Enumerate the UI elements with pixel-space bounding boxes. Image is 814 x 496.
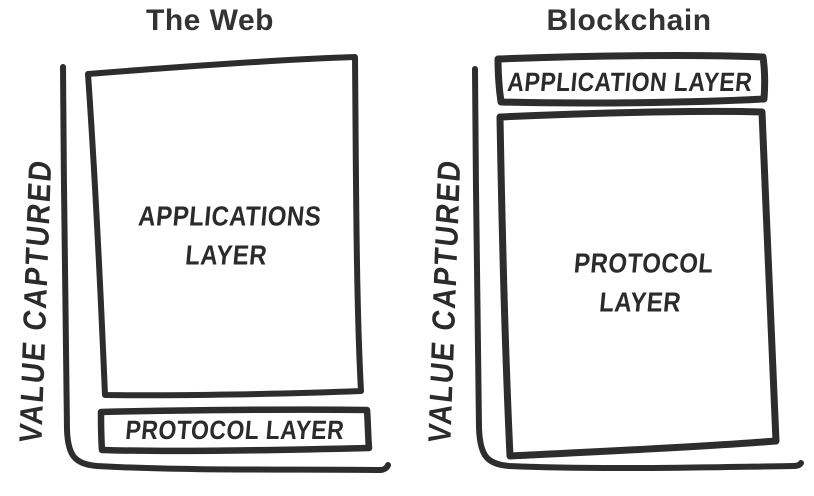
web-applications-box — [85, 54, 364, 399]
web-panel-title: The Web — [146, 4, 274, 37]
web-protocol-layer-label: PROTOCOL LAYER — [124, 415, 346, 445]
blockchain-y-axis-line — [472, 66, 804, 472]
blockchain-panel-title: Blockchain — [546, 4, 712, 37]
blockchain-application-box — [494, 52, 769, 107]
blockchain-protocol-layer-label: PROTOCOL LAYER — [572, 248, 716, 319]
blockchain-application-layer-label: APPLICATION LAYER — [506, 67, 754, 97]
web-applications-layer-label: APPLICATIONS LAYER — [136, 201, 323, 272]
blockchain-protocol-box — [496, 107, 780, 460]
web-protocol-box — [97, 406, 373, 455]
web-y-axis-line — [60, 64, 391, 473]
